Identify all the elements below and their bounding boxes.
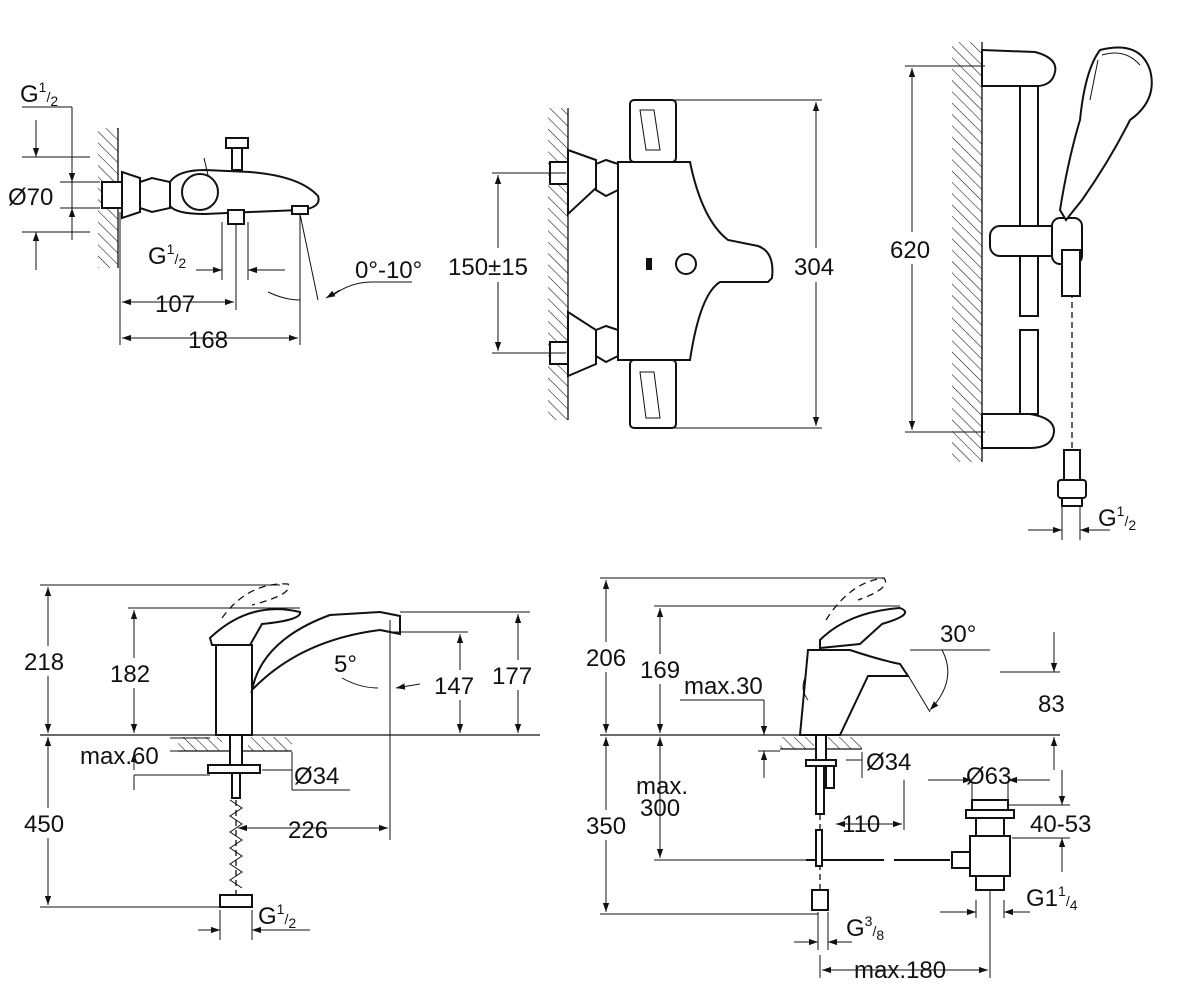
- basin-outlet-height-label: 177: [492, 663, 532, 690]
- basin-dim-lines: [40, 584, 530, 940]
- wash-max-deck-label: max.30: [684, 673, 763, 700]
- basin-spout-height-label: 147: [434, 673, 474, 700]
- wash-spout-angle-label: 30°: [940, 621, 976, 648]
- thermostat-centres-label: 150±15: [448, 254, 528, 281]
- wash-waste-thread-label: G11/4: [1026, 883, 1078, 913]
- basin-reach-label: 226: [288, 817, 328, 844]
- bath-angle-label: 0°-10°: [355, 257, 422, 284]
- wash-outlet-height-label: 83: [1038, 691, 1065, 718]
- basin-spout-angle-label: 5°: [334, 651, 357, 678]
- wash-waste-diameter-label: Ø63: [966, 763, 1011, 790]
- basin-hole-diameter-label: Ø34: [294, 763, 339, 790]
- basin-mixer-view: 218 182 5° 147 177 max.60 Ø34 450 226 G1…: [22, 583, 542, 940]
- wash-mixer-view: 206 169 max.30 30° 83 Ø34 Ø63 350 max. 3…: [584, 577, 1091, 984]
- wash-thread-label: G3/8: [846, 913, 884, 943]
- bath-depth-168-label: 168: [188, 327, 228, 354]
- wash-max-offset-label: max.180: [854, 957, 946, 984]
- shower-thread-label: G1/2: [1098, 503, 1136, 533]
- wash-reach-label: 110: [842, 811, 880, 838]
- shower-height-label: 620: [890, 237, 930, 264]
- shower-rail-view: 620 G1/2: [888, 42, 1153, 540]
- basin-total-height-label: 218: [24, 649, 64, 676]
- wash-hole-diameter-label: Ø34: [866, 749, 911, 776]
- basin-max-deck-label: max.60: [80, 743, 159, 770]
- wash-body-height-label: 169: [640, 657, 680, 684]
- wash-hose-length-label: 350: [586, 813, 626, 840]
- thermostat-height-label: 304: [794, 254, 834, 281]
- wash-max-drop-line2: 300: [640, 795, 680, 822]
- wash-total-height-label: 206: [586, 645, 626, 672]
- bath-mixer-view: G1/2 Ø70 G1/2 0°-10° 107 168: [8, 79, 422, 354]
- wash-waste-range-label: 40-53: [1030, 811, 1091, 838]
- basin-hose-length-label: 450: [24, 811, 64, 838]
- bath-dim-lines: [22, 106, 412, 345]
- bath-thread-out-label: G1/2: [148, 241, 186, 271]
- wash-dim-lines: [600, 577, 1070, 978]
- thermostat-view: 150±15 304: [446, 99, 840, 429]
- wash-max-drop-line1: max.: [636, 773, 688, 800]
- basin-thread-label: G1/2: [258, 901, 296, 931]
- bath-thread-top-label: G1/2: [20, 79, 58, 109]
- basin-lever-height-label: 182: [110, 661, 150, 688]
- bath-depth-107-label: 107: [155, 291, 195, 318]
- bath-diameter-label: Ø70: [8, 184, 53, 211]
